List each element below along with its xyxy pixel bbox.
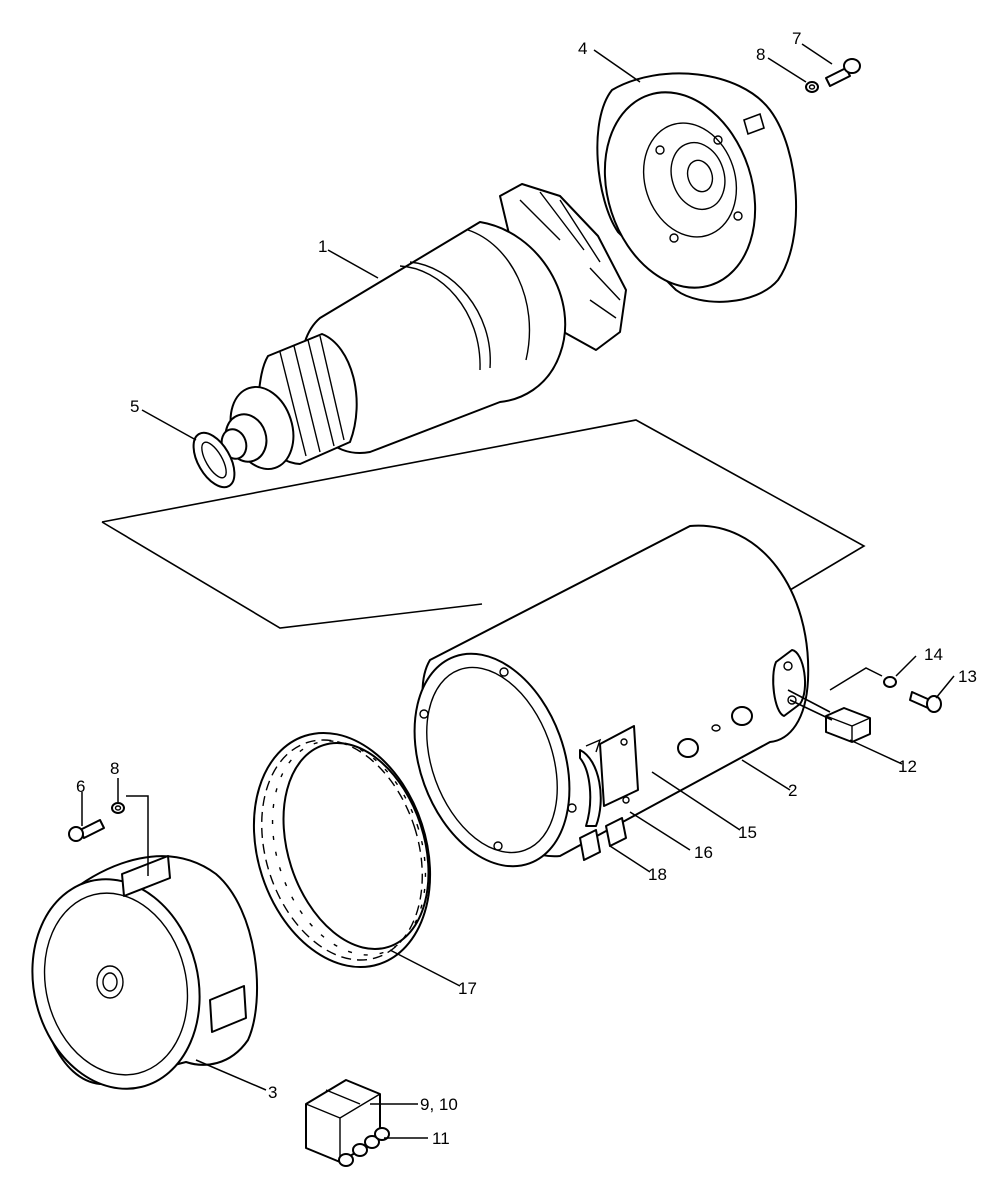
callout-8-top: 8 <box>756 45 765 64</box>
part-2-housing <box>413 524 810 868</box>
part-13-screw <box>909 691 942 713</box>
callout-13: 13 <box>958 667 977 686</box>
part-8-washer-left <box>111 802 125 814</box>
callout-2: 2 <box>788 781 797 800</box>
part-11-pins <box>338 1127 390 1167</box>
part-14-washer <box>883 676 897 688</box>
callout-3: 3 <box>268 1083 277 1102</box>
part-7-bolt <box>825 58 861 87</box>
part-3-end-cover <box>31 855 258 1090</box>
callout-18: 18 <box>648 865 667 884</box>
callout-12: 12 <box>898 757 917 776</box>
assembly-outline <box>101 419 866 629</box>
part-15-plate <box>579 725 639 827</box>
part-18-fittings <box>579 817 627 861</box>
part-6-bolt <box>68 819 105 842</box>
callout-6: 6 <box>76 777 85 796</box>
callout-14: 14 <box>924 645 943 664</box>
part-8-washer-top <box>805 81 819 93</box>
callout-8-left: 8 <box>110 759 119 778</box>
callout-4: 4 <box>578 39 587 58</box>
part-1-armature <box>220 183 627 471</box>
callout-1: 1 <box>318 237 327 256</box>
callout-15: 15 <box>738 823 757 842</box>
part-12-brush <box>787 689 871 743</box>
callout-5: 5 <box>130 397 139 416</box>
callout-17: 17 <box>458 979 477 998</box>
part-9-10-terminal-block <box>305 1079 381 1163</box>
part-5-ring <box>192 431 236 489</box>
part-4-end-shield <box>596 72 798 303</box>
part-17-coil-ring <box>252 731 432 969</box>
callout-7: 7 <box>792 29 801 48</box>
leader-lines <box>81 43 955 1139</box>
callout-9-10: 9, 10 <box>420 1095 458 1114</box>
callout-16: 16 <box>694 843 713 862</box>
callout-11: 11 <box>432 1129 450 1148</box>
